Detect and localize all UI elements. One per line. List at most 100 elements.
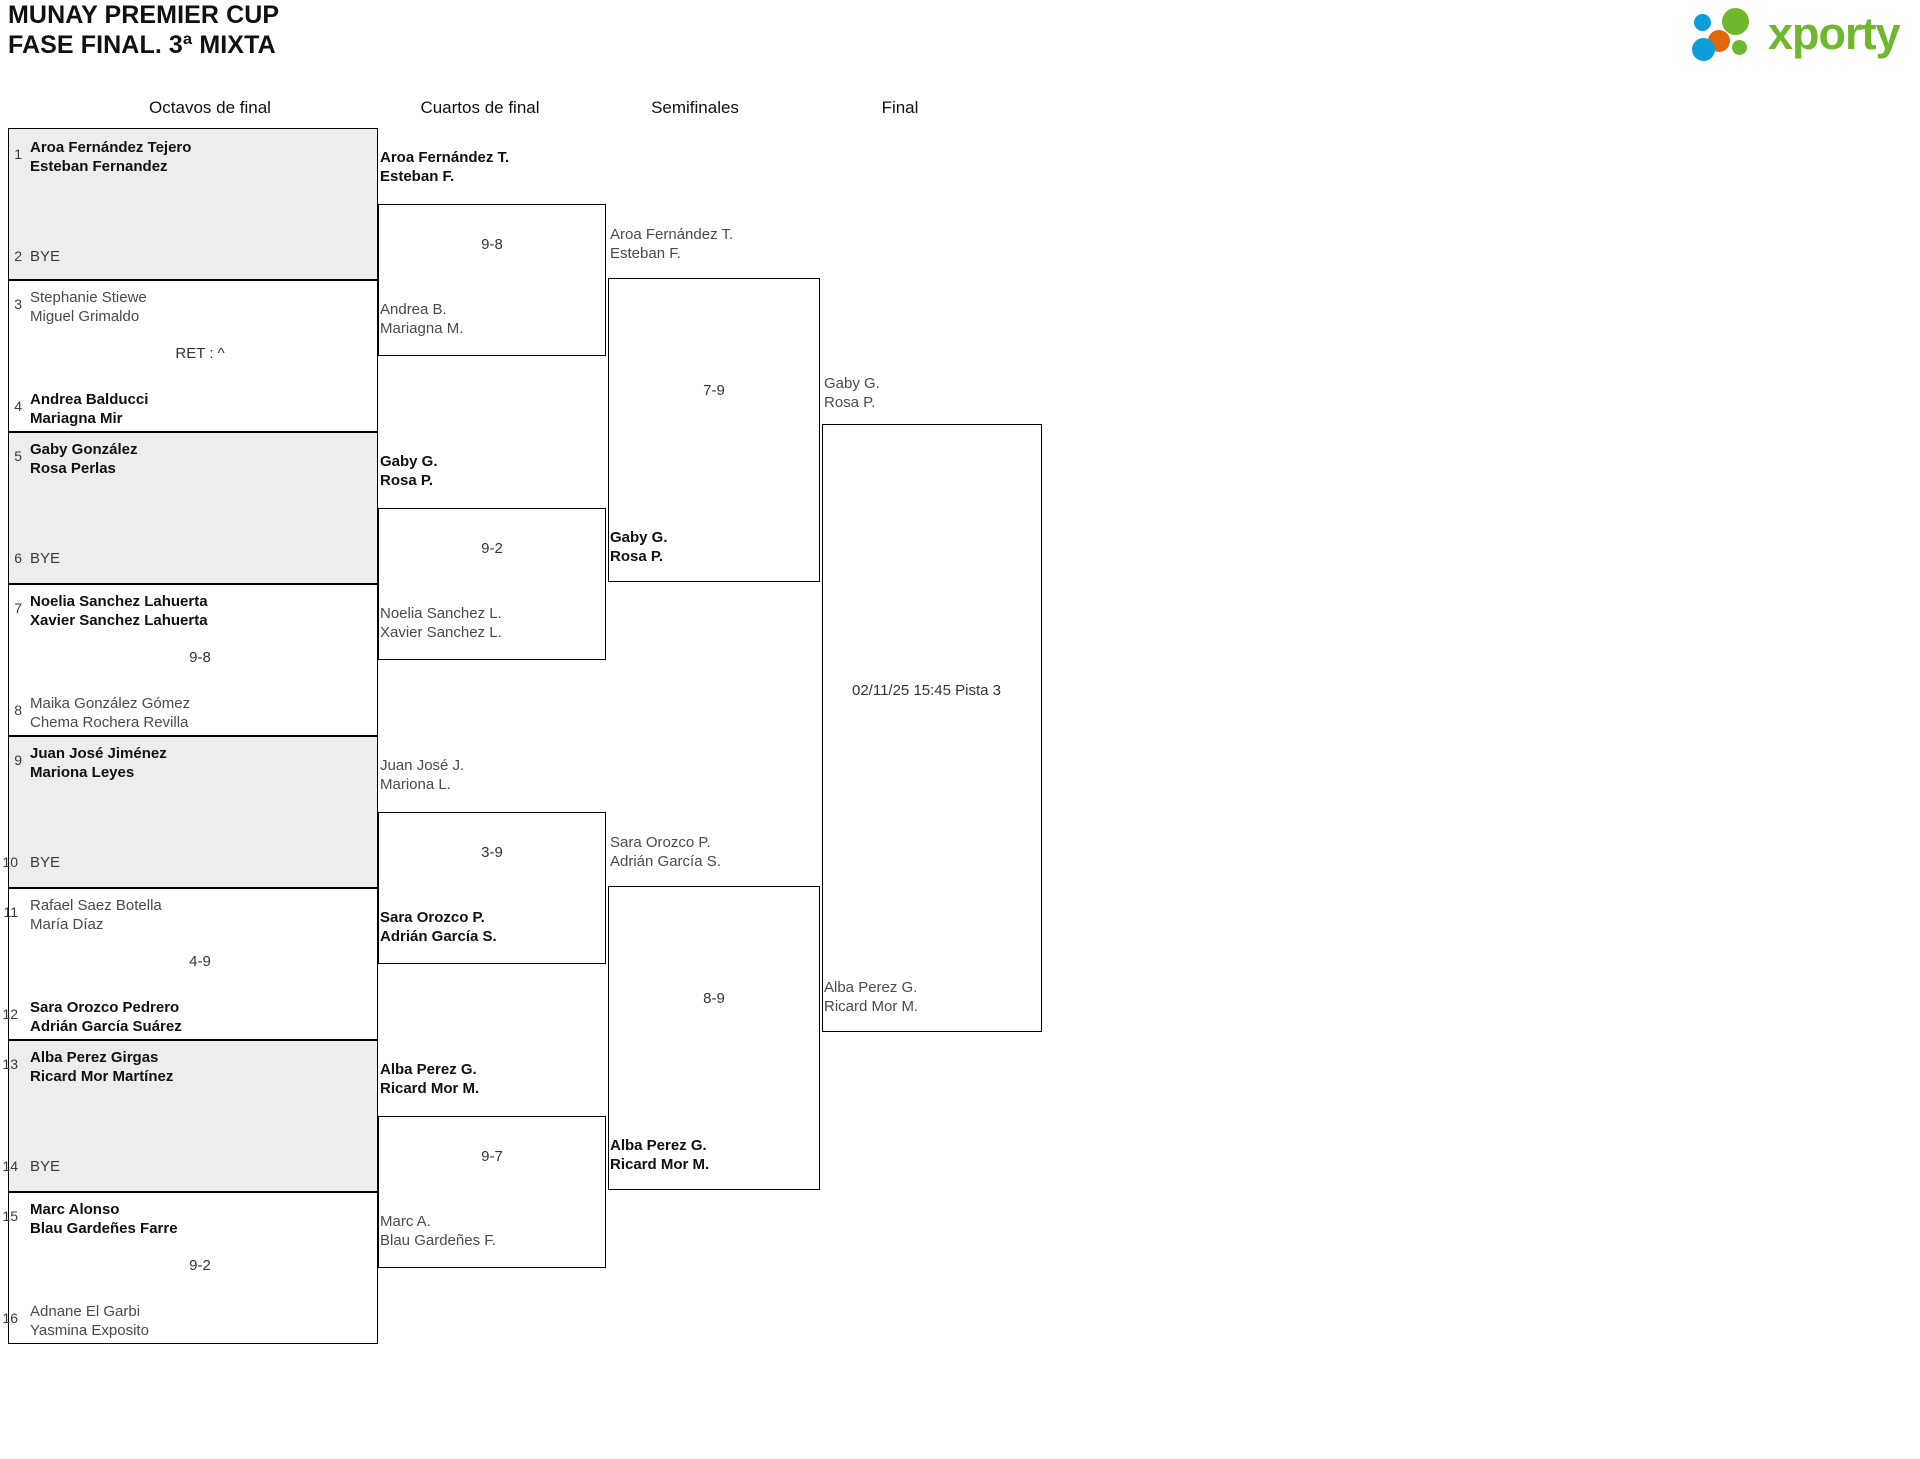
round-header-octavos: Octavos de final [149, 98, 271, 117]
sf-team-4-line1: Alba Perez G. [610, 1137, 707, 1154]
sf-team-1-line1: Aroa Fernández T. [610, 226, 734, 243]
r16-team-9-line2: Mariona Leyes [30, 764, 135, 781]
r16-slot-7[interactable] [8, 1040, 378, 1192]
r16-team-3-line1: Stephanie Stiewe [30, 289, 147, 306]
sf-team-3[interactable]: Sara Orozco P. Adrián García S. [610, 833, 721, 871]
r16-seed-10: 10 [2, 854, 18, 870]
sf-team-1[interactable]: Aroa Fernández T. Esteban F. [610, 225, 733, 263]
final-team-1[interactable]: Gaby G. Rosa P. [824, 374, 880, 412]
r16-slot-3[interactable] [8, 432, 378, 584]
sf-score-2: 8-9 [703, 990, 725, 1007]
r16-team-15[interactable]: Marc Alonso Blau Gardeñes Farre [30, 1200, 178, 1238]
r16-seed-14: 14 [2, 1158, 18, 1174]
r16-score-2: RET : ^ [175, 345, 225, 362]
final-team-2[interactable]: Alba Perez G. Ricard Mor M. [824, 978, 918, 1016]
r16-seed-15: 15 [2, 1208, 18, 1224]
r16-slot-5[interactable] [8, 736, 378, 888]
sf-team-4[interactable]: Alba Perez G. Ricard Mor M. [610, 1136, 709, 1174]
xporty-logo[interactable]: xporty [1692, 8, 1902, 64]
r16-team-13-line2: Ricard Mor Martínez [30, 1068, 174, 1085]
qf-team-7[interactable]: Alba Perez G. Ricard Mor M. [380, 1060, 479, 1098]
r16-team-3-line2: Miguel Grimaldo [30, 308, 140, 325]
r16-team-11-line2: María Díaz [30, 916, 104, 933]
title-line-2: FASE FINAL. 3ª MIXTA [8, 31, 276, 59]
r16-team-13[interactable]: Alba Perez Girgas Ricard Mor Martínez [30, 1048, 173, 1086]
logo-dot-green-large [1722, 8, 1749, 35]
sf-team-4-line2: Ricard Mor M. [610, 1156, 710, 1173]
r16-seed-16: 16 [2, 1310, 18, 1326]
qf-team-8[interactable]: Marc A. Blau Gardeñes F. [380, 1212, 496, 1250]
qf-team-7-line1: Alba Perez G. [380, 1061, 477, 1078]
r16-team-1[interactable]: Aroa Fernández Tejero Esteban Fernandez [30, 138, 191, 176]
qf-team-4[interactable]: Noelia Sanchez L. Xavier Sanchez L. [380, 604, 502, 642]
r16-team-8-line1: Maika González Gómez [30, 695, 191, 712]
qf-box-4 [378, 1116, 606, 1268]
title-line-1: MUNAY PREMIER CUP [8, 1, 280, 29]
r16-slot-1[interactable] [8, 128, 378, 280]
qf-box-3 [378, 812, 606, 964]
sf-team-2[interactable]: Gaby G. Rosa P. [610, 528, 668, 566]
r16-team-7[interactable]: Noelia Sanchez Lahuerta Xavier Sanchez L… [30, 592, 208, 630]
qf-team-3[interactable]: Gaby G. Rosa P. [380, 452, 438, 490]
r16-team-12[interactable]: Sara Orozco Pedrero Adrián García Suárez [30, 998, 182, 1036]
r16-score-8: 9-2 [189, 1257, 211, 1274]
r16-team-8-line2: Chema Rochera Revilla [30, 714, 189, 731]
r16-team-3[interactable]: Stephanie Stiewe Miguel Grimaldo [30, 288, 147, 326]
r16-seed-3: 3 [14, 296, 22, 312]
sf-team-3-line2: Adrián García S. [610, 853, 721, 870]
r16-team-7-line2: Xavier Sanchez Lahuerta [30, 612, 208, 629]
r16-seed-12: 12 [2, 1006, 18, 1022]
qf-team-4-line2: Xavier Sanchez L. [380, 624, 502, 641]
qf-team-6-line2: Adrián García S. [380, 928, 497, 945]
r16-slot-2[interactable] [8, 280, 378, 432]
round-header-semis: Semifinales [651, 98, 739, 117]
qf-team-1[interactable]: Aroa Fernández T. Esteban F. [380, 148, 509, 186]
r16-seed-6: 6 [14, 550, 22, 566]
qf-team-2-line1: Andrea B. [380, 301, 447, 318]
r16-team-5-line2: Rosa Perlas [30, 460, 116, 477]
final-box [822, 424, 1042, 1032]
round-header-cuartos: Cuartos de final [420, 98, 540, 117]
r16-team-5-line1: Gaby González [30, 441, 138, 458]
r16-slot-8[interactable] [8, 1192, 378, 1344]
r16-slot-6[interactable] [8, 888, 378, 1040]
qf-team-1-line2: Esteban F. [380, 168, 455, 185]
r16-team-9-line1: Juan José Jiménez [30, 745, 167, 762]
qf-team-5[interactable]: Juan José J. Mariona L. [380, 756, 464, 794]
qf-team-4-line1: Noelia Sanchez L. [380, 605, 502, 622]
r16-team-1-line1: Aroa Fernández Tejero [30, 139, 192, 156]
r16-seed-5: 5 [14, 448, 22, 464]
r16-team-4[interactable]: Andrea Balducci Mariagna Mir [30, 390, 148, 428]
r16-slot-4[interactable] [8, 584, 378, 736]
r16-team-16[interactable]: Adnane El Garbi Yasmina Exposito [30, 1302, 149, 1340]
r16-seed-9: 9 [14, 752, 22, 768]
qf-team-2-line2: Mariagna M. [380, 320, 464, 337]
qf-score-2: 9-2 [481, 540, 503, 557]
sf-box-1 [608, 278, 820, 582]
r16-team-11[interactable]: Rafael Saez Botella María Díaz [30, 896, 162, 934]
r16-team-16-line2: Yasmina Exposito [30, 1322, 149, 1339]
final-team-1-line1: Gaby G. [824, 375, 880, 392]
r16-team-4-line1: Andrea Balducci [30, 391, 149, 408]
r16-team-8[interactable]: Maika González Gómez Chema Rochera Revil… [30, 694, 190, 732]
r16-team-9[interactable]: Juan José Jiménez Mariona Leyes [30, 744, 167, 782]
qf-team-2[interactable]: Andrea B. Mariagna M. [380, 300, 463, 338]
r16-bye-14: BYE [30, 1158, 61, 1175]
r16-seed-13: 13 [2, 1056, 18, 1072]
sf-box-2 [608, 886, 820, 1190]
sf-team-2-line2: Rosa P. [610, 548, 664, 565]
final-match-info: 02/11/25 15:45 Pista 3 [852, 682, 1002, 699]
sf-team-2-line1: Gaby G. [610, 529, 668, 546]
qf-score-4: 9-7 [481, 1148, 503, 1165]
logo-dots-icon [1692, 8, 1766, 64]
r16-team-13-line1: Alba Perez Girgas [30, 1049, 159, 1066]
r16-seed-11: 11 [3, 904, 18, 920]
r16-seed-2: 2 [14, 248, 22, 264]
r16-team-5[interactable]: Gaby González Rosa Perlas [30, 440, 138, 478]
qf-team-6[interactable]: Sara Orozco P. Adrián García S. [380, 908, 497, 946]
final-team-1-line2: Rosa P. [824, 394, 876, 411]
round-header-final: Final [881, 98, 919, 117]
qf-team-1-line1: Aroa Fernández T. [380, 149, 510, 166]
r16-score-6: 4-9 [189, 953, 211, 970]
r16-seed-4: 4 [14, 398, 22, 414]
